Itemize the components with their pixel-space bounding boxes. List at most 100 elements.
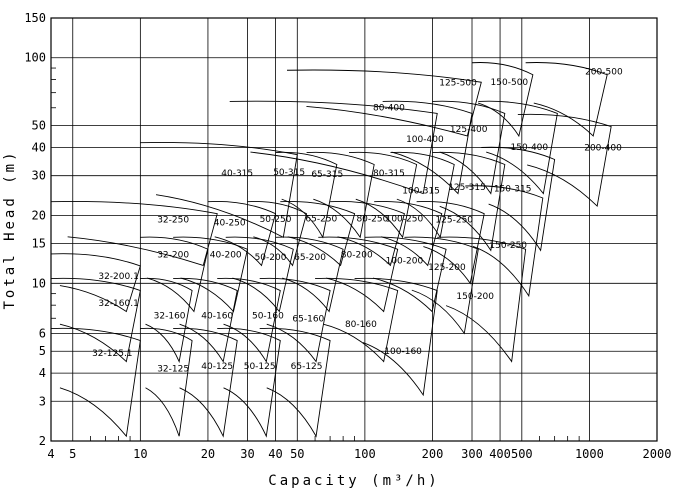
- pump-region-outline: [416, 201, 485, 285]
- pump-region-label: 65-250: [305, 214, 337, 224]
- pump-region-outline: [275, 151, 338, 239]
- pump-region-outline: [207, 201, 277, 267]
- y-axis-title: Total Head (m): [2, 149, 18, 309]
- pump-region-label: 125-315: [448, 183, 486, 193]
- pump-region-outline: [437, 236, 527, 363]
- pump-region-label: 50-125: [244, 362, 276, 372]
- pump-region-outline: [382, 100, 473, 195]
- pump-region-outline: [50, 201, 218, 267]
- pump-region-label: 50-200: [255, 253, 287, 263]
- pump-region-outline: [318, 236, 399, 313]
- pump-region-outline: [525, 62, 608, 137]
- pump-region-outline: [259, 277, 331, 363]
- pump-region-outline: [275, 236, 344, 313]
- y-tick-label: 100: [24, 51, 46, 65]
- pump-region-label: 200-500: [585, 68, 623, 78]
- pump-region-label: 80-160: [345, 320, 377, 330]
- pump-region-outline: [374, 201, 443, 267]
- pump-region-outline: [465, 185, 544, 298]
- pump-region-label: 32-160.1: [98, 299, 138, 309]
- major-grid-lines: [50, 17, 658, 442]
- pump-region-outline: [404, 236, 479, 335]
- pump-region-outline: [173, 327, 238, 438]
- pump-region-label: 32-160: [154, 312, 186, 322]
- pump-region-outline: [173, 277, 238, 363]
- x-tick-label: 10: [133, 447, 147, 461]
- pump-region-label: 40-125: [201, 362, 233, 372]
- pump-region-outline: [517, 113, 612, 207]
- pump-region-outline: [259, 327, 331, 438]
- pump-region-outline: [229, 100, 438, 195]
- pump-region-label: 65-125: [291, 362, 323, 372]
- pump-region-outline: [280, 201, 356, 267]
- pump-region-outline: [306, 151, 375, 239]
- pump-region-label: 32-200: [157, 251, 189, 261]
- pump-region-outline: [225, 236, 294, 313]
- x-tick-label: 40: [268, 447, 282, 461]
- pump-region-outline: [140, 327, 193, 437]
- y-tick-label: 20: [32, 208, 46, 222]
- pump-region-label: 80-315: [373, 169, 405, 179]
- pump-region-label: 80-200: [341, 251, 373, 261]
- x-tick-label: 200: [422, 447, 444, 461]
- plot-frame: [50, 17, 658, 442]
- pump-region-label: 40-160: [201, 312, 233, 322]
- pump-region-outline: [432, 100, 506, 195]
- y-tick-label: 50: [32, 119, 46, 133]
- pump-region-outline: [390, 151, 455, 239]
- pump-region-outline: [330, 201, 405, 267]
- x-tick-label: 4: [47, 447, 54, 461]
- pump-region-label: 32-250: [157, 215, 189, 225]
- pump-region-outline: [140, 142, 298, 238]
- pump-region-label: 150-200: [456, 292, 494, 302]
- pump-region-outline: [217, 277, 281, 363]
- x-tick-label: 1000: [575, 447, 604, 461]
- y-tick-label: 150: [24, 11, 46, 25]
- pump-region-outline: [349, 151, 418, 239]
- x-tick-label: 400: [489, 447, 511, 461]
- pump-region-label: 40-315: [221, 169, 253, 179]
- pump-region-outline: [315, 277, 399, 363]
- x-tick-label: 50: [290, 447, 304, 461]
- pump-region-label: 50-250: [260, 215, 292, 225]
- pump-region-outline: [364, 236, 447, 313]
- pump-region-label: 32-200.1: [98, 272, 138, 282]
- pump-region-outline: [481, 146, 556, 252]
- pump-region-outline: [217, 327, 281, 438]
- pump-region-label: 100-400: [406, 135, 444, 145]
- pump-region-outline: [354, 277, 438, 397]
- x-tick-label: 30: [240, 447, 254, 461]
- pump-region-outline: [50, 277, 141, 363]
- y-tick-label: 2: [39, 434, 46, 448]
- x-tick-label: 300: [461, 447, 483, 461]
- pump-region-label: 150-315: [494, 185, 532, 195]
- pump-region-label: 100-200: [386, 257, 424, 267]
- pump-region-outline: [478, 100, 558, 195]
- y-tick-label: 4: [39, 366, 46, 380]
- y-tick-label: 30: [32, 169, 46, 183]
- pump-region-label: 125-250: [435, 215, 473, 225]
- y-tick-label: 5: [39, 344, 46, 358]
- pump-region-label: 150-400: [511, 143, 549, 153]
- pump-region-label: 50-315: [273, 168, 305, 178]
- x-tick-label: 20: [201, 447, 215, 461]
- pump-region-label: 32-125.1: [92, 349, 132, 359]
- pump-region-outline: [287, 69, 482, 137]
- pump-region-outline: [50, 327, 141, 438]
- pump-region-label: 80-400: [373, 103, 405, 113]
- pump-region-outline: [50, 253, 141, 313]
- x-tick-label: 2000: [643, 447, 672, 461]
- y-tick-label: 40: [32, 140, 46, 154]
- pump-region-label: 65-315: [311, 170, 343, 180]
- pump-region-label: 40-250: [214, 219, 246, 229]
- pump-region-label: 200-400: [584, 143, 622, 153]
- pump-region-label: 150-250: [489, 241, 527, 251]
- pump-region-label: 100-250: [386, 214, 424, 224]
- pump-region-label: 50-160: [252, 312, 284, 322]
- y-tick-label: 3: [39, 394, 46, 408]
- pump-region-label: 125-500: [439, 78, 477, 88]
